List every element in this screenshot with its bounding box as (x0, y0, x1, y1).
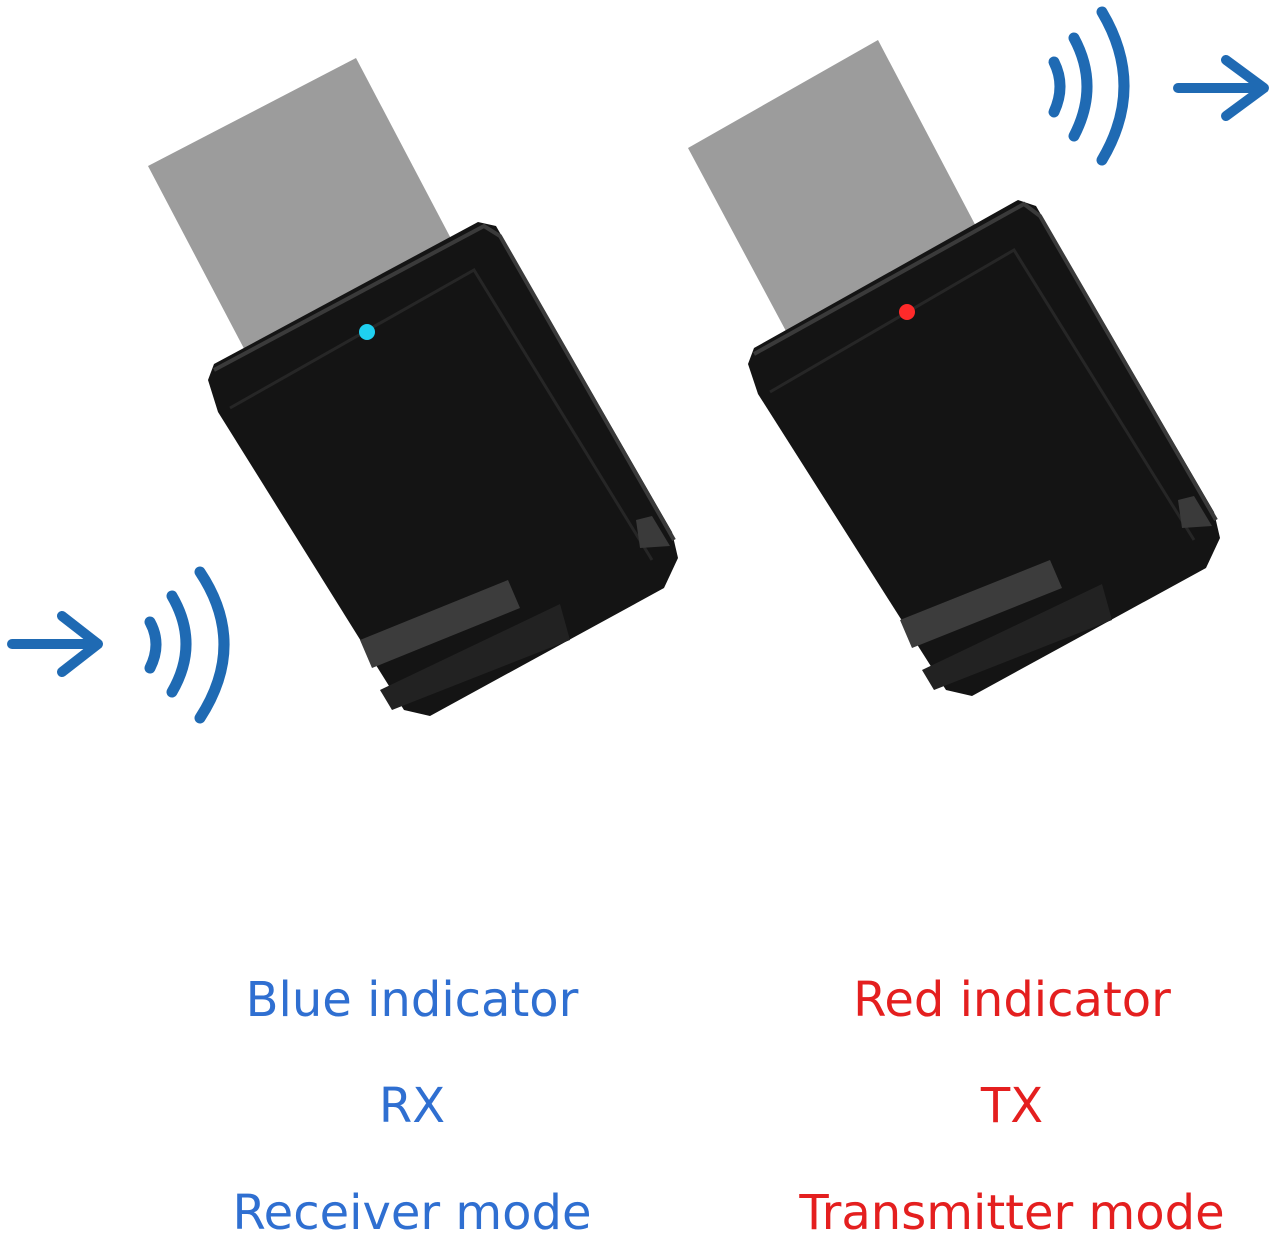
rx-led (359, 324, 375, 340)
incoming-signal-icon (144, 566, 230, 724)
transmitter-mode-label: Transmitter mode (799, 1185, 1225, 1241)
adapter-illustration (7, 6, 1269, 724)
receiver-mode-label: Receiver mode (232, 1185, 592, 1241)
transmitter-code-label: TX (980, 1078, 1044, 1134)
tx-led (899, 304, 915, 320)
receiver-code-label: RX (378, 1078, 446, 1134)
transmitter-indicator-label: Red indicator (853, 972, 1171, 1028)
outgoing-signal-icon (1048, 6, 1130, 166)
receiver-indicator-label: Blue indicator (245, 972, 579, 1028)
rx-adapter (148, 58, 678, 716)
incoming-arrow-icon (7, 611, 103, 677)
outgoing-arrow-icon (1173, 55, 1269, 121)
tx-adapter (688, 40, 1220, 696)
